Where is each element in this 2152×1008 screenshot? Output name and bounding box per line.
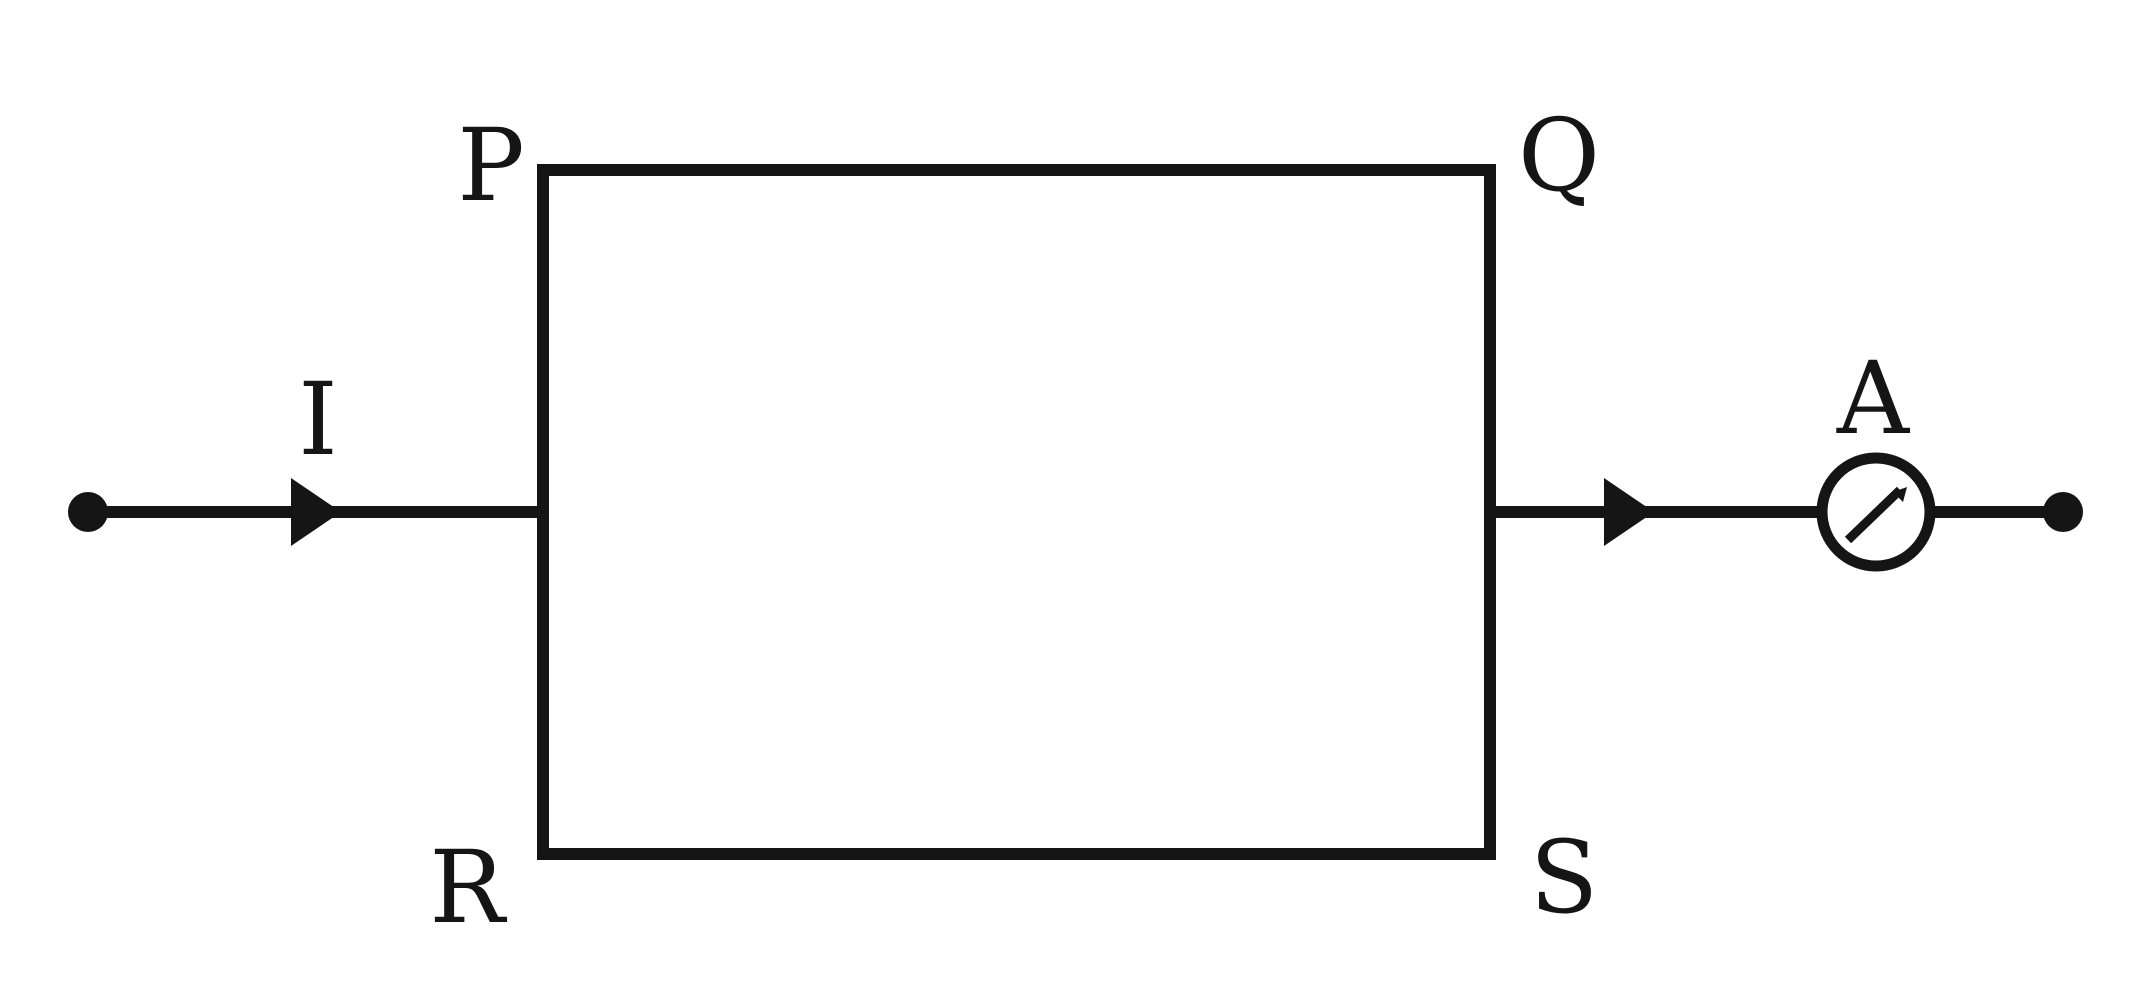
ammeter-circle	[1816, 452, 1936, 572]
label-ammeter-a: A	[1836, 340, 1911, 457]
input-terminal-dot	[68, 492, 108, 532]
label-q: Q	[1518, 97, 1600, 214]
current-arrow-right	[1604, 478, 1654, 546]
ammeter-needle-tip	[1893, 487, 1907, 502]
label-current-i: I	[298, 361, 338, 478]
label-p: P	[457, 107, 524, 224]
ammeter-needle	[1844, 486, 1904, 544]
label-s: S	[1530, 819, 1599, 936]
current-arrow-left	[291, 478, 341, 546]
output-terminal-dot	[2043, 492, 2083, 532]
rectangular-loop	[537, 164, 1496, 860]
label-r: R	[429, 829, 507, 946]
